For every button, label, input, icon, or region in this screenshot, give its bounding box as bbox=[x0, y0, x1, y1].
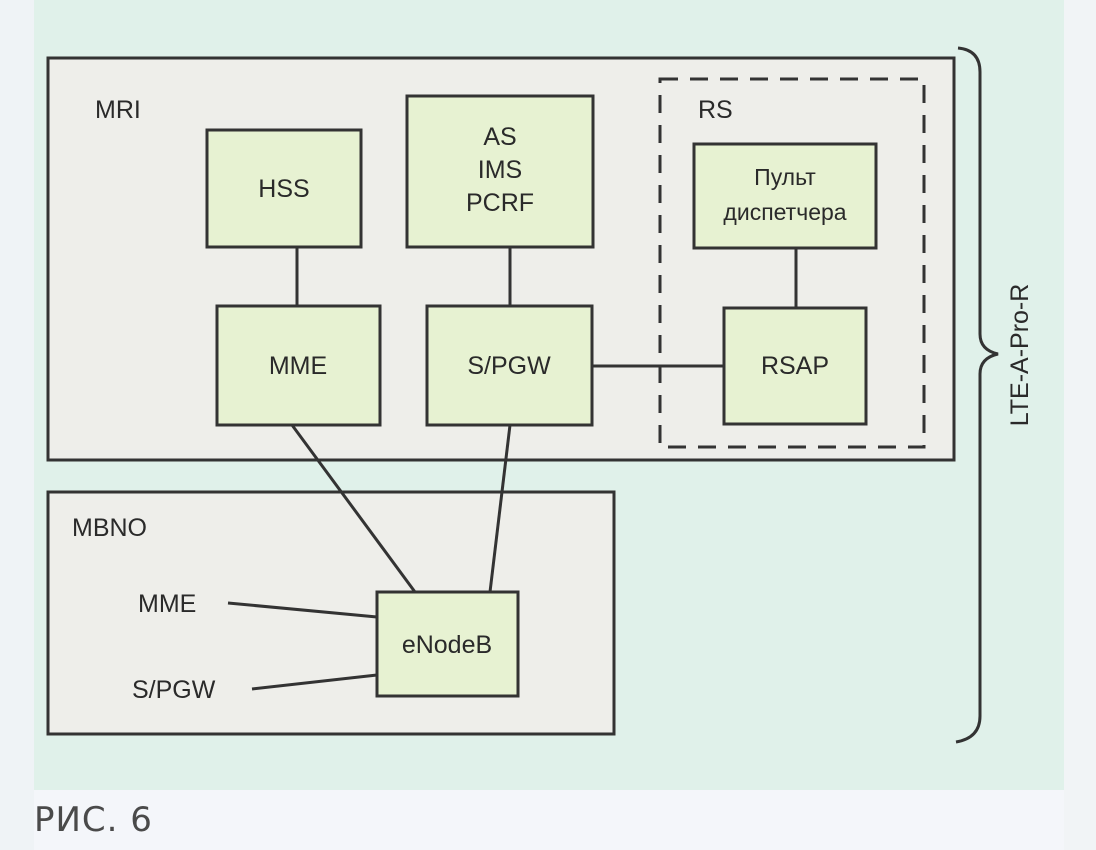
group-label-mbno: MBNO bbox=[72, 514, 147, 542]
group-label-rs: RS bbox=[698, 96, 733, 124]
node-label-mme: MME bbox=[269, 352, 327, 380]
link-ext-mme-enodeb bbox=[227, 601, 378, 619]
link-mme-enodeb bbox=[290, 424, 417, 593]
figure-caption: РИС. 6 bbox=[34, 800, 153, 840]
ext-label-mme: MME bbox=[138, 590, 196, 618]
node-hss bbox=[205, 128, 363, 249]
node-rsap bbox=[722, 306, 868, 426]
node-label-ims: IMS bbox=[478, 156, 522, 184]
node-label-as: AS bbox=[483, 123, 516, 151]
node-label-pcrf: PCRF bbox=[466, 189, 534, 217]
node-label-dispatcher-1: Пульт bbox=[754, 164, 816, 190]
node-mme bbox=[215, 304, 382, 427]
link-ext-spgw-enodeb bbox=[251, 673, 378, 691]
group-rs bbox=[658, 77, 926, 449]
page-margin-left bbox=[0, 0, 34, 850]
node-spgw bbox=[425, 304, 594, 427]
brace-icon bbox=[955, 46, 999, 744]
node-label-hss: HSS bbox=[258, 175, 309, 203]
node-label-rsap: RSAP bbox=[761, 352, 829, 380]
node-dispatcher bbox=[692, 142, 878, 250]
node-label-spgw: S/PGW bbox=[467, 352, 551, 380]
link-spgw-enodeb bbox=[488, 424, 512, 593]
node-label-dispatcher-2: диспетчера bbox=[723, 199, 846, 225]
ext-label-spgw: S/PGW bbox=[132, 676, 216, 704]
node-enodeb bbox=[375, 590, 520, 698]
brace-label: LTE-A-Pro-R bbox=[1006, 284, 1034, 427]
group-label-mri: MRI bbox=[95, 96, 141, 124]
node-as-ims-pcrf bbox=[405, 94, 595, 249]
page-margin-right bbox=[1064, 0, 1096, 850]
node-label-enodeb: eNodeB bbox=[402, 631, 492, 659]
